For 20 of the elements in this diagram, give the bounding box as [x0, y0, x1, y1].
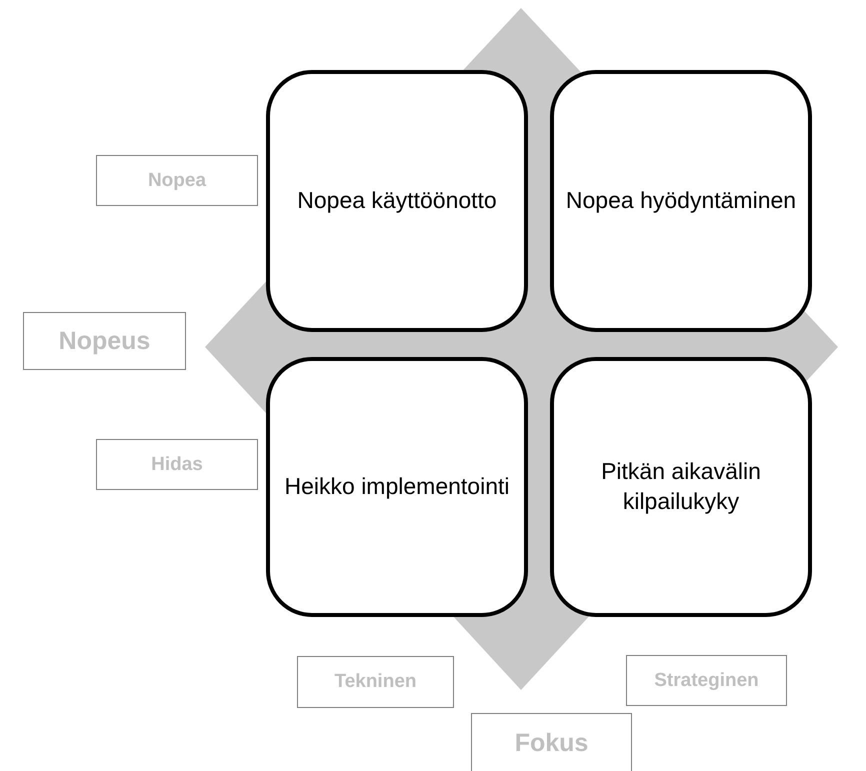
axis-label: Tekninen [334, 671, 416, 693]
quadrant-box [266, 357, 528, 617]
axis-label-box [297, 656, 454, 708]
quadrant-label: Nopea hyödyntäminen [566, 186, 796, 216]
axis-label-box [471, 713, 632, 771]
quadrant-label: Pitkän aikavälin kilpailukyky [600, 457, 762, 516]
quadrant-box [266, 70, 528, 332]
axis-label-box [96, 439, 258, 490]
axis-label-box [96, 155, 258, 206]
axis-label: Hidas [151, 454, 203, 476]
axis-label: Nopeus [58, 326, 150, 356]
quadrant-box [550, 70, 812, 332]
axis-label: Strateginen [654, 670, 759, 692]
axis-label: Nopea [148, 170, 206, 192]
quadrant-box [550, 357, 812, 617]
axis-label-box [626, 655, 787, 706]
axis-label-box [23, 312, 186, 370]
quadrant-label: Nopea käyttöönotto [297, 186, 497, 216]
axis-label: Fokus [514, 728, 588, 758]
quadrant-label: Heikko implementointi [284, 472, 510, 502]
